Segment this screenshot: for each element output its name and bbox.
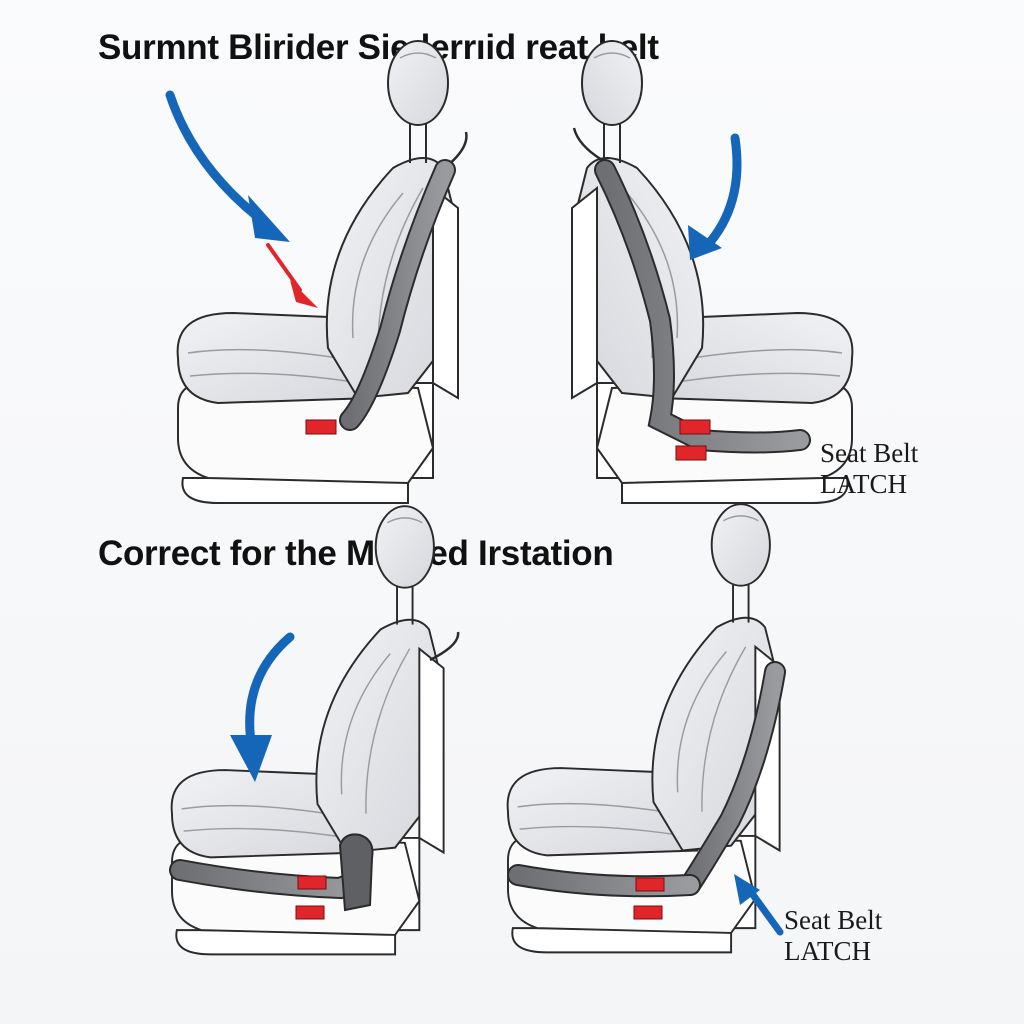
latch-clip-icon — [305, 419, 337, 435]
latch-clip-icon — [633, 905, 663, 920]
seat-belt-icon — [681, 663, 784, 894]
arrow-icon — [266, 243, 302, 292]
callout-line-1: Seat Belt — [784, 905, 883, 935]
arrow-icon — [744, 884, 784, 936]
callout-line-2: LATCH — [820, 469, 907, 499]
callout-seat-belt-latch-bottom: Seat Belt LATCH — [784, 905, 882, 967]
arrow-icon — [245, 632, 295, 753]
seat-bottom-left — [169, 505, 460, 956]
latch-clip-icon — [675, 445, 707, 461]
callout-seat-belt-latch-top: Seat Belt LATCH — [820, 438, 918, 500]
buckle-icon — [338, 833, 374, 912]
seat-belt-icon — [596, 161, 809, 452]
arrow-icon — [700, 133, 742, 253]
callout-line-1: Seat Belt — [820, 438, 919, 468]
latch-clip-icon — [635, 877, 665, 892]
belt-anchor-icon — [429, 631, 460, 662]
seat-top-right — [571, 40, 854, 504]
heading-bottom: Correct for the Mothed Irstation — [98, 534, 614, 573]
latch-clip-icon — [297, 875, 327, 890]
seat-top-left — [165, 40, 468, 504]
seat-bottom-right — [506, 503, 786, 954]
belt-anchor-icon — [572, 127, 603, 162]
callout-line-2: LATCH — [784, 936, 871, 966]
seat-belt-icon — [341, 161, 454, 429]
latch-clip-icon — [295, 905, 325, 920]
heading-top: Surmnt Blirider Sie-lerrıid reat belt — [98, 28, 659, 67]
latch-clip-icon — [679, 419, 711, 435]
seat-belt-icon — [171, 861, 369, 898]
